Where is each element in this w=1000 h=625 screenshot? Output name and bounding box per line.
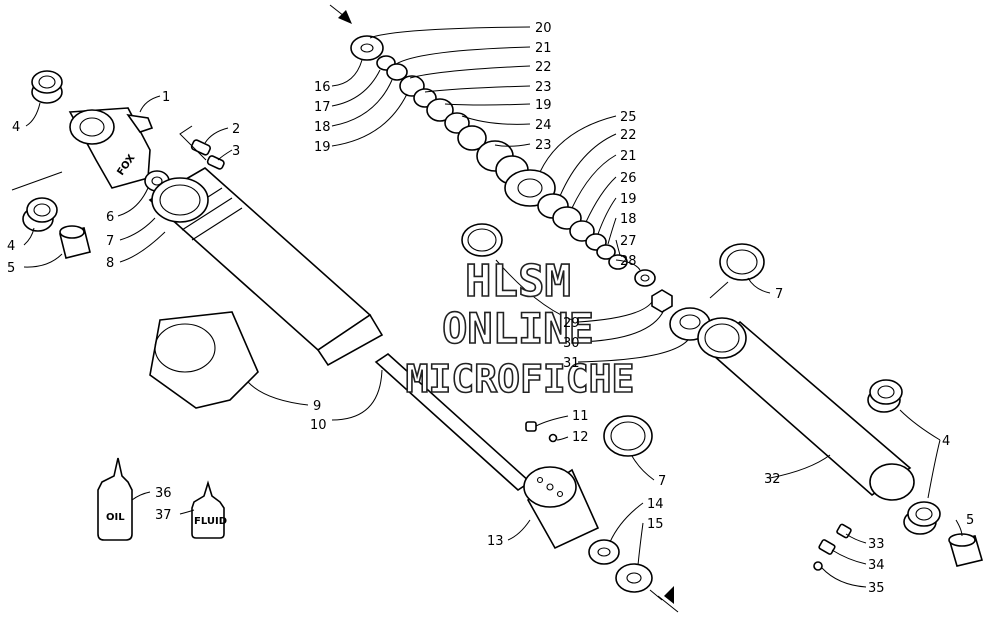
watermark-line-1: HLSM xyxy=(465,256,571,307)
callout-29: 29 xyxy=(563,316,580,331)
callout-32: 32 xyxy=(764,472,781,487)
callout-23-mid: 23 xyxy=(535,138,552,153)
direction-arrow-top xyxy=(329,4,352,24)
callout-12: 12 xyxy=(572,430,589,445)
callout-9: 9 xyxy=(313,399,321,414)
part-32-cylinder xyxy=(697,317,915,501)
watermark-line-2: ONLINE xyxy=(442,304,594,353)
part-4-bushing-right-top xyxy=(867,379,903,413)
part-1-shock-body-cap: FOX xyxy=(68,107,154,189)
callout-16: 16 xyxy=(314,80,331,95)
callout-3: 3 xyxy=(232,144,240,159)
callout-11: 11 xyxy=(572,409,589,424)
callout-21-top: 21 xyxy=(535,41,552,56)
leader-lines xyxy=(11,26,963,588)
part-7-wiper-middle xyxy=(461,223,503,257)
callout-19-left: 19 xyxy=(314,140,331,155)
callout-31: 31 xyxy=(563,356,580,371)
part-5-sleeve-left xyxy=(59,225,91,259)
part-16-cup xyxy=(350,35,384,61)
oil-bottle-label: OIL xyxy=(106,512,125,523)
callout-28: 28 xyxy=(620,254,637,269)
callout-25: 25 xyxy=(620,110,637,125)
callout-27: 27 xyxy=(620,234,637,249)
callout-13: 13 xyxy=(487,534,504,549)
part-14-washer xyxy=(588,539,620,565)
part-29-nut xyxy=(651,289,673,313)
callout-19-mid: 19 xyxy=(620,192,637,207)
callout-23-top: 23 xyxy=(535,80,552,95)
callout-17: 17 xyxy=(314,100,331,115)
callout-2: 2 xyxy=(232,122,240,137)
callout-5-left: 5 xyxy=(7,261,15,276)
callout-22-top: 22 xyxy=(535,60,552,75)
fluid-bottle-label: FLUID xyxy=(194,516,227,527)
callout-24: 24 xyxy=(535,118,552,133)
part-7-wiper-right xyxy=(719,243,765,281)
part-9-spring-cover xyxy=(149,311,259,409)
callout-15: 15 xyxy=(647,517,664,532)
callout-21-mid: 21 xyxy=(620,149,637,164)
callout-6: 6 xyxy=(106,210,114,225)
callout-36: 36 xyxy=(155,486,172,501)
part-4-bushing-right-bottom xyxy=(903,501,941,535)
watermark: HLSM ONLINE MICROFICHE xyxy=(405,255,635,402)
callout-18-left: 18 xyxy=(314,120,331,135)
parts-33-35-fittings xyxy=(813,523,852,571)
shim-stack-upper xyxy=(376,55,529,185)
callout-labels: 1 2 3 4 4 5 6 7 8 9 10 11 12 13 14 15 16… xyxy=(7,21,974,596)
callout-18-mid: 18 xyxy=(620,212,637,227)
callout-4-left: 4 xyxy=(7,239,15,254)
callout-20: 20 xyxy=(535,21,552,36)
shim-stack-lower xyxy=(537,193,628,270)
part-36-oil-bottle: OIL xyxy=(97,457,133,541)
part-13-bottom-out-piston xyxy=(523,466,600,550)
direction-arrow-bottom xyxy=(649,586,679,613)
callout-1: 1 xyxy=(162,90,170,105)
part-4-bushing-top xyxy=(31,70,63,104)
callout-33: 33 xyxy=(868,537,885,552)
callout-34: 34 xyxy=(868,558,885,573)
callout-37: 37 xyxy=(155,508,172,523)
part-28-washer xyxy=(634,269,656,287)
part-2-fitting xyxy=(190,139,211,156)
callout-7-left: 7 xyxy=(106,234,114,249)
part-7-wiper-lower xyxy=(603,415,653,457)
callout-4-top: 4 xyxy=(12,120,20,135)
callout-26: 26 xyxy=(620,171,637,186)
callout-10: 10 xyxy=(310,418,327,433)
part-3-valve xyxy=(206,155,225,170)
parts-11-12-small xyxy=(525,421,558,443)
part-4-bushing-left xyxy=(22,197,58,232)
callout-35: 35 xyxy=(868,581,885,596)
part-8-shock-body xyxy=(148,167,384,367)
part-5-sleeve-right xyxy=(948,533,984,567)
callout-22-mid: 22 xyxy=(620,128,637,143)
callout-14: 14 xyxy=(647,497,664,512)
callout-7-lower: 7 xyxy=(658,474,666,489)
callout-19-top: 19 xyxy=(535,98,552,113)
callout-30: 30 xyxy=(563,336,580,351)
part-15-cup xyxy=(615,563,653,593)
callout-8: 8 xyxy=(106,256,114,271)
part-37-fluid-bottle: FLUID xyxy=(191,480,227,539)
callout-4-right: 4 xyxy=(942,434,950,449)
callout-7-right: 7 xyxy=(775,287,783,302)
watermark-line-3: MICROFICHE xyxy=(406,357,635,401)
callout-5-right: 5 xyxy=(966,513,974,528)
